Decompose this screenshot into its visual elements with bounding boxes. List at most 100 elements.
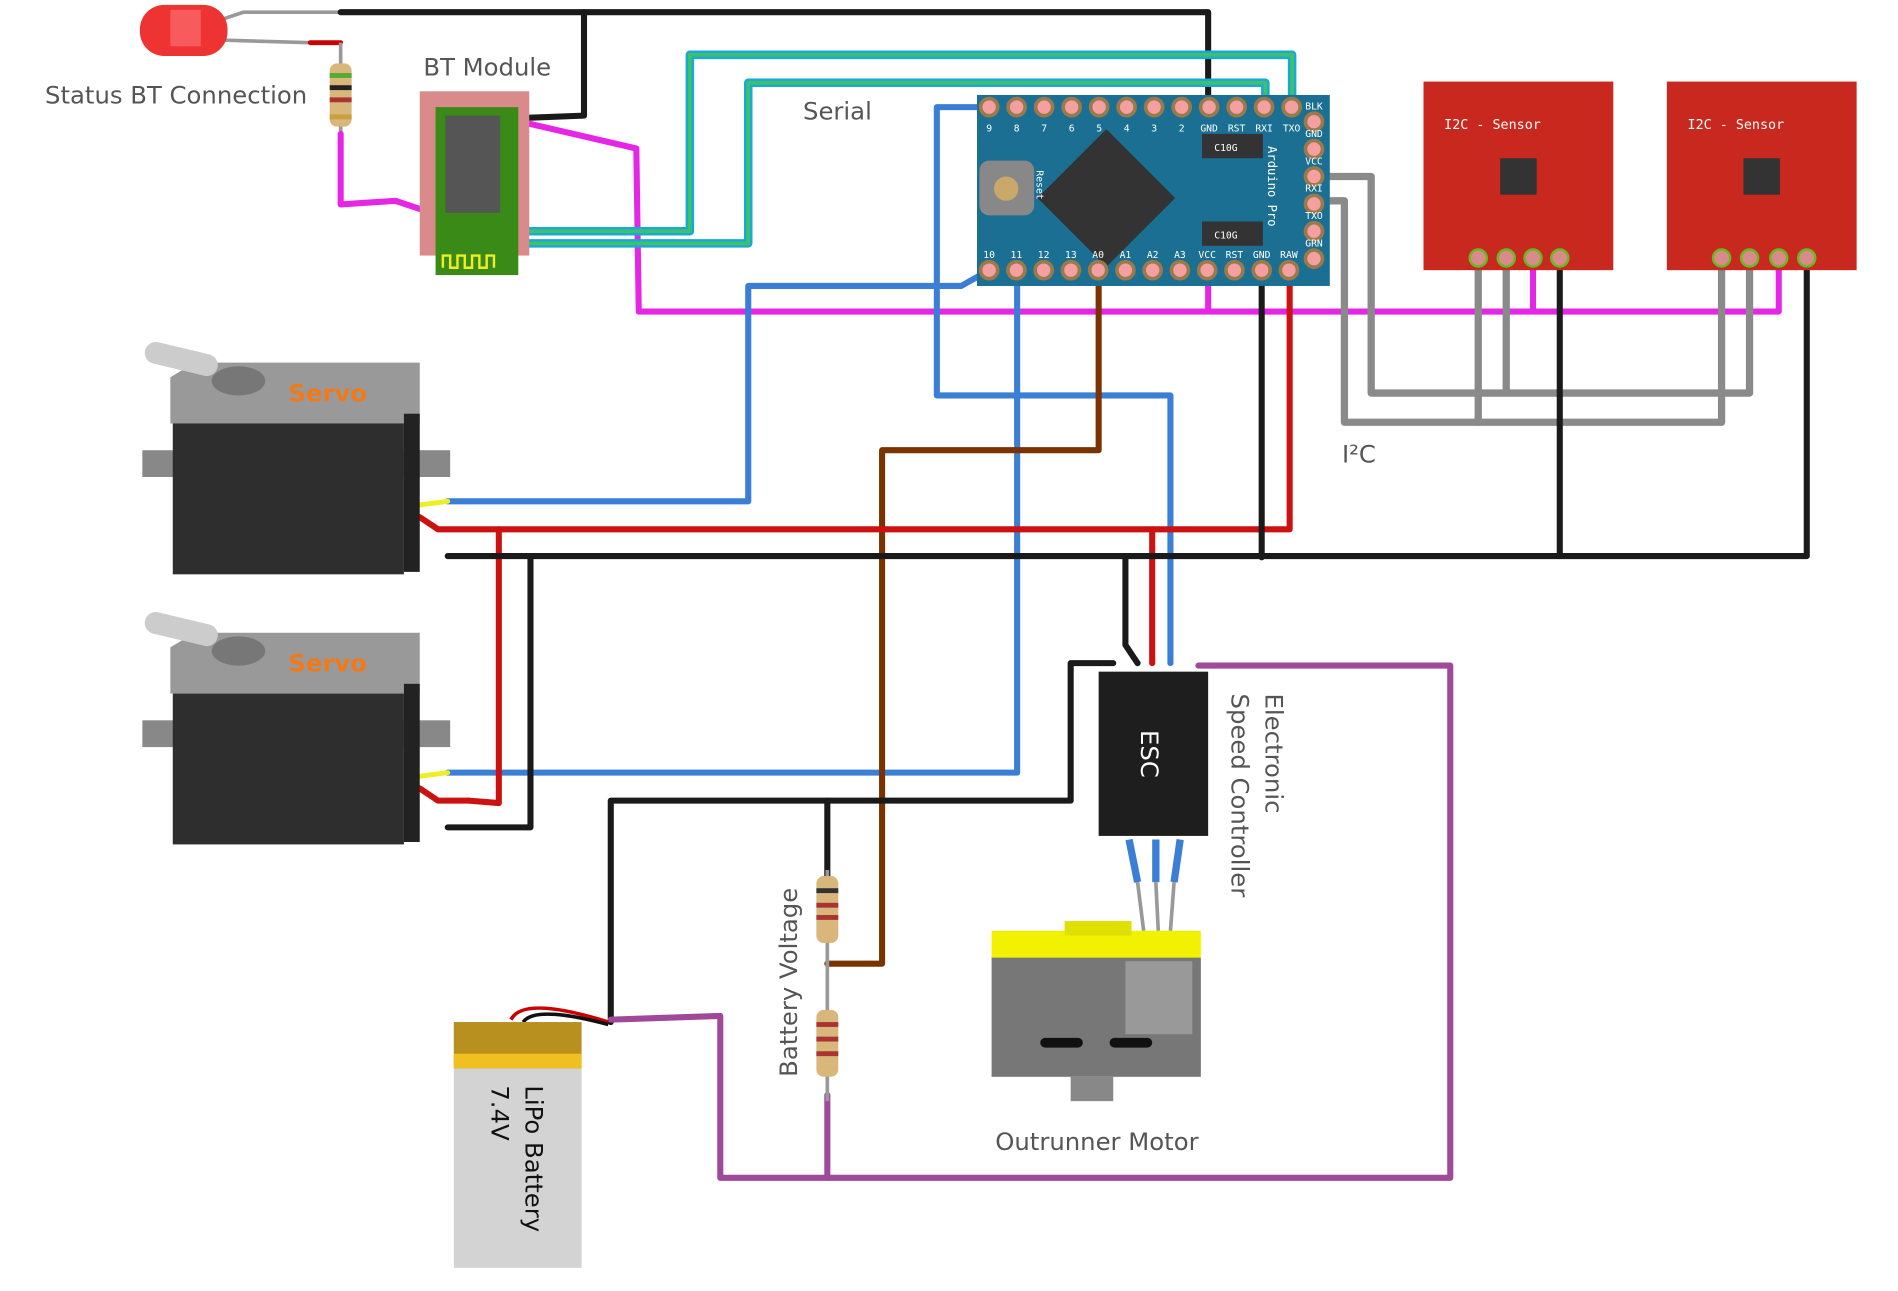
pin-a1 xyxy=(1115,259,1136,281)
wire-purple-battery xyxy=(607,662,1454,1181)
bt-module xyxy=(419,91,530,276)
wire-magenta-led xyxy=(337,130,435,217)
side-pin-vcc-label: VCC xyxy=(1305,156,1323,167)
pin-txo xyxy=(1281,96,1302,118)
pin-8-label: 8 xyxy=(1014,123,1020,134)
i2c-sensor-1: I2C - Sensor xyxy=(1423,81,1614,271)
battery-voltage-label: Battery Voltage xyxy=(774,888,803,1077)
serial-label: Serial xyxy=(803,96,872,125)
esc-label-line1: Electronic xyxy=(1259,694,1288,814)
pin-3 xyxy=(1143,96,1165,118)
wire-blue-pin11-servo2 xyxy=(444,267,1021,776)
wire-black-bt-gnd xyxy=(517,9,588,122)
i2c-label: I²C xyxy=(1342,439,1376,468)
pin-rxi-label: RXI xyxy=(1255,123,1273,134)
i2c-sensor-2: I2C - Sensor xyxy=(1666,81,1857,271)
pin-9-label: 9 xyxy=(986,123,992,134)
servo-2: Servo xyxy=(142,612,451,845)
wire-blue-pin10-servo1 xyxy=(444,267,993,505)
pin-rst xyxy=(1224,259,1245,281)
pin-raw xyxy=(1278,259,1300,281)
pin-a0-label: A0 xyxy=(1092,250,1104,261)
arduino-name: Arduino Pro xyxy=(1265,146,1279,227)
pin-11 xyxy=(1006,259,1027,281)
pin-a2-label: A2 xyxy=(1147,250,1159,261)
pin-vcc-label: VCC xyxy=(1198,250,1216,261)
pin-rst xyxy=(1226,96,1247,118)
servo-1: Servo xyxy=(142,341,451,575)
pin-11-label: 11 xyxy=(1011,250,1023,261)
side-pin-blk-label: BLK xyxy=(1305,102,1323,113)
motor-label: Outrunner Motor xyxy=(995,1127,1198,1156)
pin-gnd-label: GND xyxy=(1200,123,1218,134)
side-pin-gnd-label: GND xyxy=(1305,129,1323,140)
esc-chip-label: ESC xyxy=(1135,730,1164,778)
battery-label-line2: 7.4V xyxy=(486,1085,515,1141)
led-resistor xyxy=(329,42,352,134)
side-pin-gnd xyxy=(1303,138,1325,160)
pin-rst-label: RST xyxy=(1228,123,1246,134)
cap-label: C10G xyxy=(1214,143,1238,154)
voltage-divider xyxy=(816,869,839,1102)
pin-5 xyxy=(1088,96,1110,118)
pin-gnd xyxy=(1251,259,1273,281)
pin-txo-label: TXO xyxy=(1283,123,1301,134)
servo2-label: Servo xyxy=(288,649,367,678)
side-pin-txo xyxy=(1303,220,1325,242)
pin-13-label: 13 xyxy=(1065,250,1077,261)
pin-a3 xyxy=(1169,259,1191,281)
svg-text:C10G: C10G xyxy=(1214,231,1238,242)
side-pin-grn xyxy=(1303,248,1325,269)
pin-a1-label: A1 xyxy=(1120,250,1132,261)
pin-raw-label: RAW xyxy=(1280,250,1298,261)
pin-7-label: 7 xyxy=(1041,123,1047,134)
wire-black-gnd-bus xyxy=(444,254,1810,560)
wires xyxy=(337,9,1810,1181)
pin-2 xyxy=(1171,96,1192,118)
pin-gnd xyxy=(1198,96,1220,118)
battery-label-line1: LiPo Battery xyxy=(520,1085,549,1232)
pin-2-label: 2 xyxy=(1179,123,1185,134)
side-pin-txo-label: TXO xyxy=(1305,211,1323,222)
wire-black-battery xyxy=(607,660,1117,1026)
side-pin-grn-label: GRN xyxy=(1305,238,1323,249)
pin-a0 xyxy=(1087,259,1109,281)
pin-rst-label: RST xyxy=(1226,250,1244,261)
pin-6-label: 6 xyxy=(1069,123,1075,134)
pin-7 xyxy=(1033,96,1055,118)
pin-4-label: 4 xyxy=(1124,123,1130,134)
pin-vcc xyxy=(1196,259,1218,281)
status-led xyxy=(139,4,344,57)
lipo-battery: LiPo Battery 7.4V xyxy=(453,1006,609,1268)
sensor2-label: I2C - Sensor xyxy=(1688,118,1785,133)
status-led-label: Status BT Connection xyxy=(45,80,307,109)
pin-gnd-label: GND xyxy=(1253,250,1271,261)
pin-3-label: 3 xyxy=(1151,123,1157,134)
pin-6 xyxy=(1061,96,1082,118)
pin-10 xyxy=(978,259,1000,281)
reset-label: Reset xyxy=(1034,170,1045,199)
pin-5-label: 5 xyxy=(1096,123,1102,134)
outrunner-motor xyxy=(991,921,1201,1102)
pin-a3-label: A3 xyxy=(1174,250,1186,261)
wire-brown-a0 xyxy=(824,267,1102,967)
pin-12 xyxy=(1033,259,1054,281)
wire-black-led-gnd xyxy=(337,9,1212,111)
esc-label-line2: Speed Controller xyxy=(1225,694,1254,898)
bt-module-label: BT Module xyxy=(423,52,551,81)
pin-10-label: 10 xyxy=(983,250,995,261)
pin-4 xyxy=(1116,96,1137,118)
pin-8 xyxy=(1006,96,1027,118)
pin-a2 xyxy=(1142,259,1164,281)
side-pin-blk xyxy=(1303,111,1325,133)
side-pin-rxi-label: RXI xyxy=(1305,184,1323,195)
wire-magenta-vcc xyxy=(517,118,1782,315)
esc: ESC xyxy=(1098,671,1209,932)
sensor1-label: I2C - Sensor xyxy=(1444,118,1541,133)
pin-9 xyxy=(978,96,1000,118)
side-pin-rxi xyxy=(1303,193,1325,215)
pin-13 xyxy=(1060,259,1082,281)
